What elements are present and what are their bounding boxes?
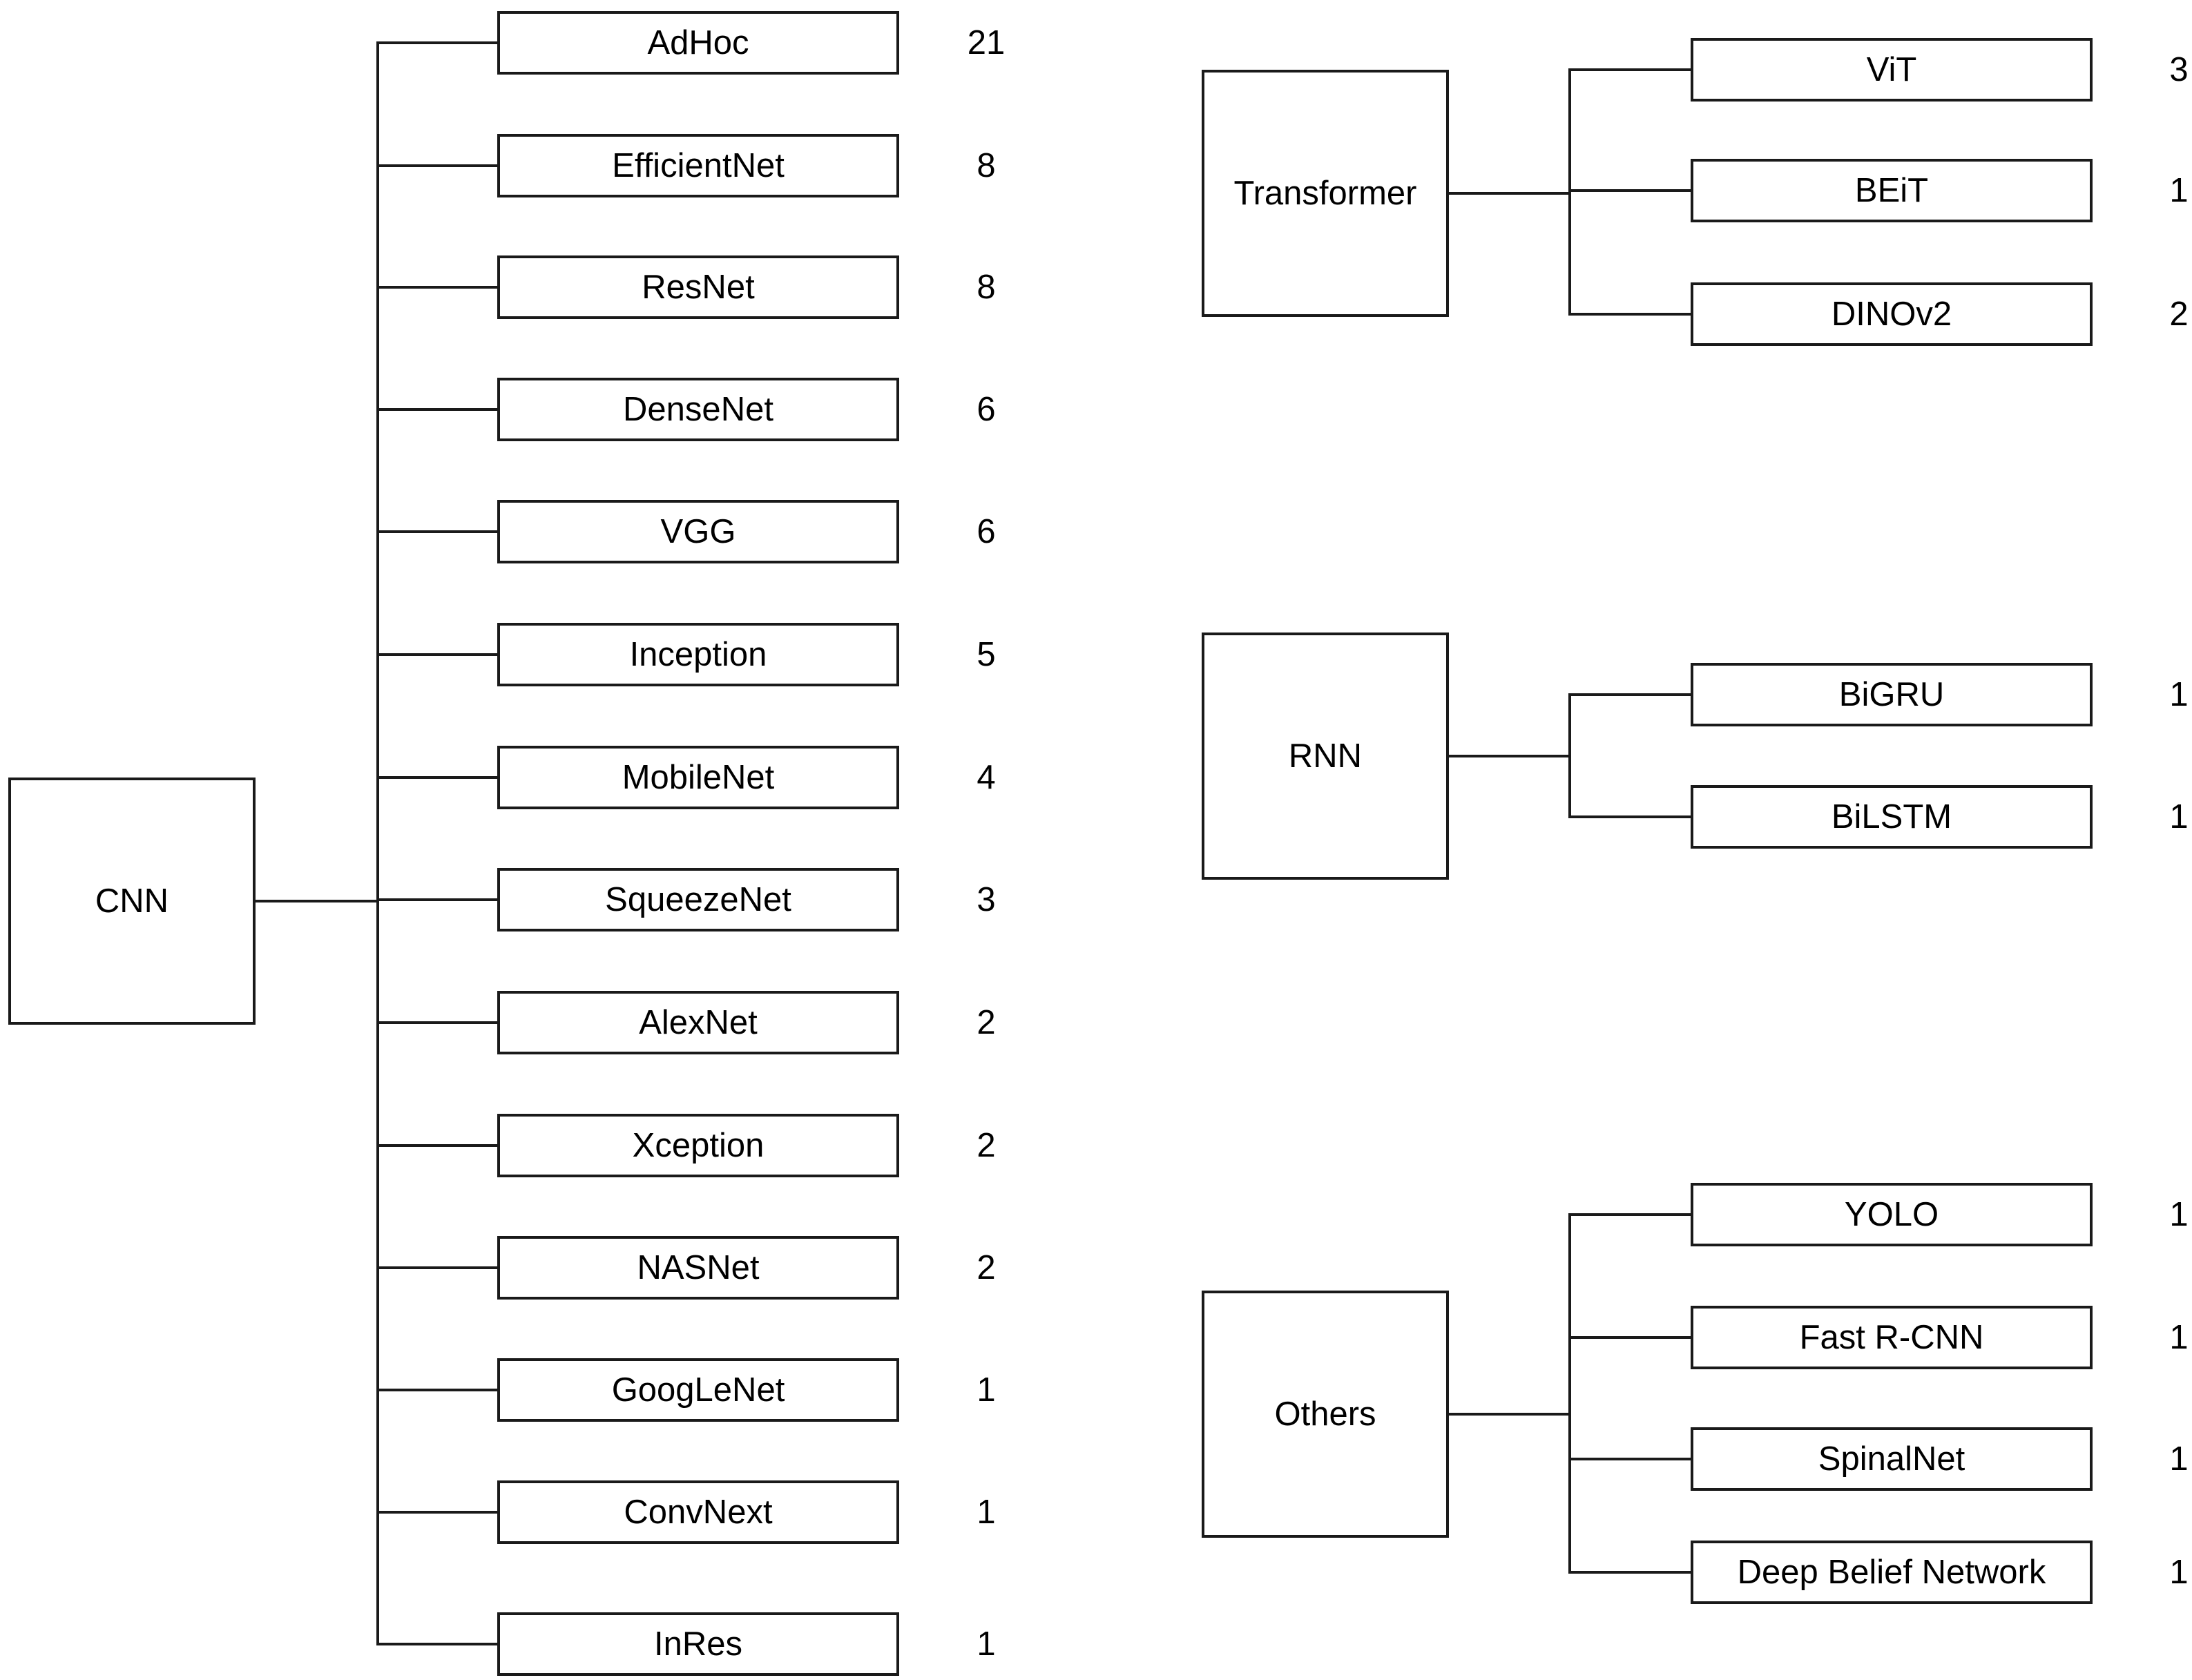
count-adhoc: 21: [968, 24, 1006, 61]
node-box-bilstm: [1691, 785, 2093, 849]
node-label-alexnet: AlexNet: [639, 1004, 758, 1041]
count-convnext: 1: [977, 1494, 995, 1531]
node-label-inception: Inception: [630, 636, 767, 673]
node-label-xception: Xception: [633, 1127, 765, 1164]
node-label-beit: BEiT: [1855, 172, 1928, 209]
count-alexnet: 2: [977, 1004, 995, 1041]
node-box-nasnet: [497, 1236, 899, 1300]
rnn-category-label: RNN: [1289, 737, 1362, 775]
node-box-vit: [1691, 38, 2093, 102]
node-box-bigru: [1691, 663, 2093, 726]
count-bilstm: 1: [2169, 798, 2188, 836]
cnn-category-box: [8, 778, 256, 1025]
count-xception: 2: [977, 1127, 995, 1164]
node-label-deep-belief-network: Deep Belief Network: [1738, 1554, 2046, 1591]
node-label-yolo: YOLO: [1845, 1196, 1939, 1233]
count-dinov2: 2: [2169, 296, 2188, 333]
node-label-inres: InRes: [654, 1625, 742, 1663]
count-googlenet: 1: [977, 1371, 995, 1409]
node-label-squeezenet: SqueezeNet: [605, 881, 791, 918]
count-efficientnet: 8: [977, 147, 995, 184]
node-label-vit: ViT: [1867, 51, 1917, 88]
node-box-resnet: [497, 255, 899, 319]
others-category-box: [1202, 1291, 1449, 1538]
node-label-nasnet: NASNet: [637, 1249, 759, 1286]
node-box-mobilenet: [497, 746, 899, 809]
count-bigru: 1: [2169, 676, 2188, 713]
node-box-inres: [497, 1612, 899, 1676]
node-box-alexnet: [497, 991, 899, 1054]
node-label-densenet: DenseNet: [623, 391, 773, 428]
node-label-vgg: VGG: [661, 513, 736, 550]
node-box-xception: [497, 1114, 899, 1177]
count-mobilenet: 4: [977, 759, 995, 796]
node-label-adhoc: AdHoc: [647, 24, 749, 61]
count-vit: 3: [2169, 51, 2188, 88]
node-box-vgg: [497, 500, 899, 563]
count-inception: 5: [977, 636, 995, 673]
count-deep-belief-network: 1: [2169, 1554, 2188, 1591]
node-label-googlenet: GoogLeNet: [612, 1371, 785, 1409]
node-label-dinov2: DINOv2: [1832, 296, 1952, 333]
cnn-category-label: CNN: [95, 882, 169, 920]
node-box-spinalnet: [1691, 1427, 2093, 1491]
node-box-adhoc: [497, 11, 899, 75]
node-label-fast-r-cnn: Fast R-CNN: [1800, 1319, 1984, 1356]
node-label-resnet: ResNet: [642, 269, 755, 306]
others-category-label: Others: [1274, 1396, 1376, 1433]
count-nasnet: 2: [977, 1249, 995, 1286]
node-box-yolo: [1691, 1183, 2093, 1246]
count-densenet: 6: [977, 391, 995, 428]
count-squeezenet: 3: [977, 881, 995, 918]
node-box-densenet: [497, 378, 899, 441]
node-label-spinalnet: SpinalNet: [1818, 1440, 1965, 1478]
rnn-category-box: [1202, 633, 1449, 880]
count-inres: 1: [977, 1625, 995, 1663]
count-spinalnet: 1: [2169, 1440, 2188, 1478]
node-label-convnext: ConvNext: [624, 1494, 773, 1531]
node-box-inception: [497, 623, 899, 686]
node-box-efficientnet: [497, 134, 899, 197]
count-fast-r-cnn: 1: [2169, 1319, 2188, 1356]
count-resnet: 8: [977, 269, 995, 306]
node-box-googlenet: [497, 1358, 899, 1422]
node-box-beit: [1691, 159, 2093, 222]
node-label-bigru: BiGRU: [1839, 676, 1944, 713]
node-label-mobilenet: MobileNet: [622, 759, 775, 796]
node-label-efficientnet: EfficientNet: [612, 147, 785, 184]
node-box-squeezenet: [497, 868, 899, 931]
node-box-dinov2: [1691, 282, 2093, 346]
count-vgg: 6: [977, 513, 995, 550]
node-label-bilstm: BiLSTM: [1832, 798, 1952, 836]
count-beit: 1: [2169, 172, 2188, 209]
count-yolo: 1: [2169, 1196, 2188, 1233]
node-box-deep-belief-network: [1691, 1541, 2093, 1604]
node-box-fast-r-cnn: [1691, 1306, 2093, 1369]
node-box-convnext: [497, 1480, 899, 1544]
transformer-category-box: [1202, 70, 1449, 317]
transformer-category-label: Transformer: [1233, 175, 1416, 212]
